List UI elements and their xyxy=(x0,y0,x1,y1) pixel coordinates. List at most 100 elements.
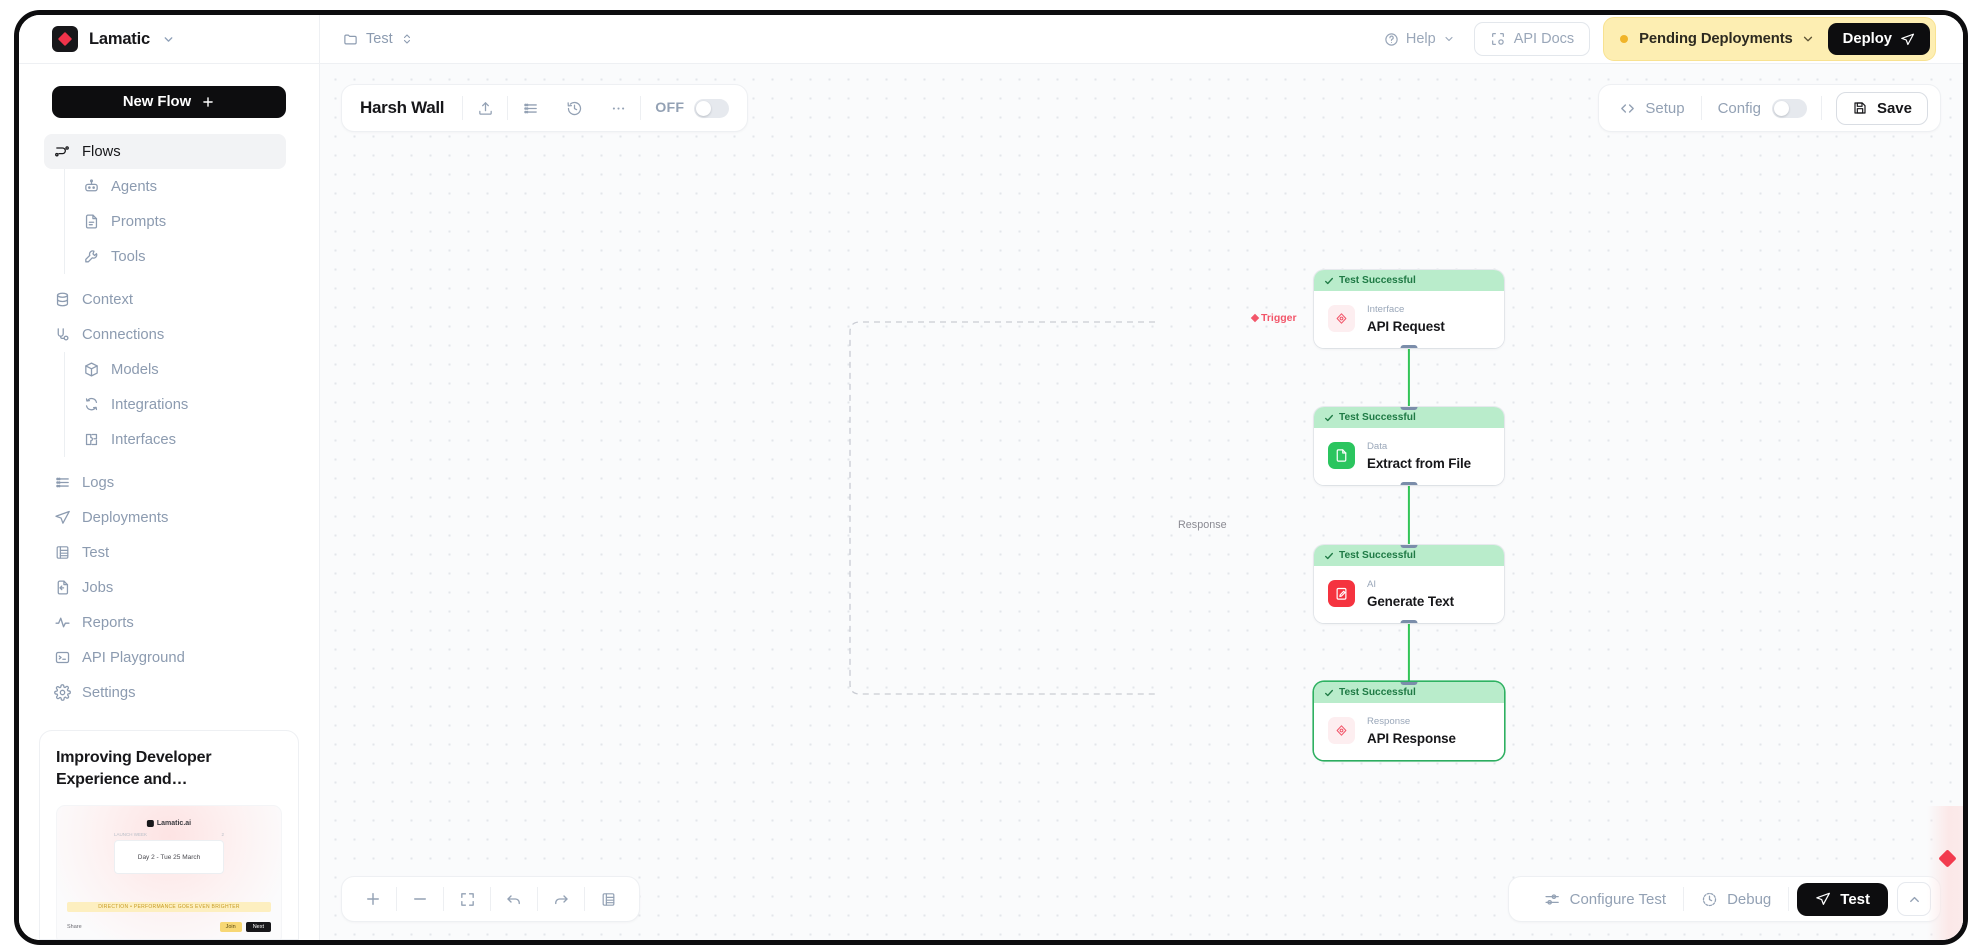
api-docs-icon xyxy=(1490,31,1506,47)
flow-node-api-request[interactable]: Test Successful Interface API Request xyxy=(1314,270,1504,348)
promo-card-text: Day 2 - Tue 25 March xyxy=(114,840,224,875)
flow-node-api-response[interactable]: Test Successful Response API Response xyxy=(1314,682,1504,760)
config-toggle[interactable] xyxy=(1771,98,1807,118)
promo-card[interactable]: Improving Developer Experience and… Lama… xyxy=(39,730,299,940)
sidebar-item-integrations[interactable]: Integrations xyxy=(65,387,286,422)
node-title-label: Generate Text xyxy=(1367,593,1455,609)
configure-test-label: Configure Test xyxy=(1569,890,1667,908)
sidebar-item-models[interactable]: Models xyxy=(65,352,286,387)
node-handle-top[interactable] xyxy=(1400,407,1418,410)
save-label: Save xyxy=(1876,99,1912,117)
send-icon xyxy=(1815,891,1831,907)
send-icon xyxy=(54,509,71,526)
node-handle-bottom[interactable] xyxy=(1400,344,1418,348)
pending-deployments-label[interactable]: Pending Deployments xyxy=(1639,31,1793,47)
flow-canvas[interactable]: Trigger Response Test Successful xyxy=(320,64,1963,940)
sidebar-item-tools[interactable]: Tools xyxy=(65,239,286,274)
zoom-in-button[interactable] xyxy=(350,882,396,916)
deploy-button[interactable]: Deploy xyxy=(1827,23,1930,55)
list-button[interactable] xyxy=(508,91,552,125)
interface-node-icon xyxy=(1328,305,1355,333)
fit-view-button[interactable] xyxy=(444,882,490,916)
chevron-down-icon xyxy=(1443,33,1455,45)
node-handle-top[interactable] xyxy=(1400,545,1418,548)
redo-button[interactable] xyxy=(538,882,584,916)
deploy-label: Deploy xyxy=(1842,31,1892,47)
sidebar-item-flows[interactable]: Flows xyxy=(44,134,286,169)
more-button[interactable] xyxy=(596,91,640,125)
sidebar-item-connections[interactable]: Connections xyxy=(44,317,286,352)
chevron-down-icon[interactable] xyxy=(1801,32,1815,46)
help-button[interactable]: Help xyxy=(1378,26,1461,52)
toolbar-divider xyxy=(584,887,585,911)
sidebar-item-agents[interactable]: Agents xyxy=(65,169,286,204)
sidebar-item-interfaces[interactable]: Interfaces xyxy=(65,422,286,457)
flow-node-stage: Test Successful Interface API Request xyxy=(320,64,1963,940)
sidebar-item-test[interactable]: Test xyxy=(44,535,286,570)
promo-image: Lamatic.ai LAUNCH WEEK 2 Day 2 - Tue 25 … xyxy=(56,805,282,939)
save-button[interactable]: Save xyxy=(1835,91,1928,125)
sidebar: New Flow Flows Age xyxy=(19,64,320,940)
toolbar-divider xyxy=(1788,887,1790,911)
brand-zone[interactable]: Lamatic xyxy=(19,15,320,63)
table-panel-icon xyxy=(602,892,614,906)
panel-button[interactable] xyxy=(585,882,631,916)
node-kind-label: AI xyxy=(1367,579,1377,590)
sidebar-item-logs[interactable]: Logs xyxy=(44,465,286,500)
sidebar-item-reports[interactable]: Reports xyxy=(44,605,286,640)
toolbar-divider xyxy=(1683,887,1685,911)
ai-generate-icon xyxy=(1328,580,1355,608)
setup-button[interactable]: Setup xyxy=(1615,100,1700,117)
canvas-edge-marker[interactable] xyxy=(1927,806,1963,940)
test-button[interactable]: Test xyxy=(1797,882,1888,916)
history-button[interactable] xyxy=(552,91,596,125)
node-handle-bottom[interactable] xyxy=(1400,619,1418,623)
list-icon xyxy=(523,103,537,113)
sidebar-item-deployments[interactable]: Deployments xyxy=(44,500,286,535)
toolbar-divider xyxy=(1820,96,1822,120)
api-docs-button[interactable]: API Docs xyxy=(1473,22,1591,56)
chevron-up-down-icon[interactable] xyxy=(401,33,413,45)
sidebar-item-api-playground[interactable]: API Playground xyxy=(44,640,286,675)
breadcrumb[interactable]: Test xyxy=(320,31,413,47)
sidebar-item-prompts[interactable]: Prompts xyxy=(65,204,286,239)
zoom-out-button[interactable] xyxy=(397,882,443,916)
sidebar-item-label: Connections xyxy=(82,326,165,343)
expand-panel-button[interactable] xyxy=(1897,882,1931,916)
node-status-badge: Test Successful xyxy=(1314,407,1504,428)
node-handle-top[interactable] xyxy=(1400,682,1418,685)
debug-button[interactable]: Debug xyxy=(1684,891,1788,908)
sidebar-item-label: Context xyxy=(82,291,133,308)
flow-node-generate-text[interactable]: Test Successful AI Generate Text xyxy=(1314,545,1504,623)
node-handle-bottom[interactable] xyxy=(1400,481,1418,485)
data-file-icon xyxy=(1328,442,1355,470)
edge-marker-strip xyxy=(1927,806,1963,940)
floppy-disk-icon xyxy=(1852,100,1868,116)
redo-arrow-icon xyxy=(555,895,568,905)
sidebar-item-settings[interactable]: Settings xyxy=(44,675,286,710)
flow-name-label[interactable]: Harsh Wall xyxy=(360,98,445,117)
undo-button[interactable] xyxy=(491,882,537,916)
sidebar-item-label: Test xyxy=(82,544,110,561)
node-kind-label: Interface xyxy=(1367,304,1405,315)
sidebar-item-label: Tools xyxy=(111,248,146,265)
flow-node-extract-from-file[interactable]: Test Successful Data Extract from File xyxy=(1314,407,1504,485)
chevron-up-icon xyxy=(1909,896,1919,902)
promo-row-button-yellow: Join xyxy=(219,922,242,933)
sidebar-item-label: Jobs xyxy=(82,579,114,596)
configure-test-button[interactable]: Configure Test xyxy=(1527,891,1683,908)
robot-icon xyxy=(83,178,100,195)
sidebar-item-jobs[interactable]: Jobs xyxy=(44,570,286,605)
gear-icon xyxy=(54,684,71,701)
plus-icon xyxy=(367,893,379,905)
response-node-icon xyxy=(1328,717,1355,745)
new-flow-button[interactable]: New Flow xyxy=(52,86,286,118)
sidebar-item-context[interactable]: Context xyxy=(44,282,286,317)
node-status-badge: Test Successful xyxy=(1314,545,1504,566)
chevron-down-icon[interactable] xyxy=(162,33,175,46)
flow-enable-toggle[interactable] xyxy=(694,98,730,118)
export-button[interactable] xyxy=(463,91,507,125)
setup-label: Setup xyxy=(1645,99,1685,117)
sidebar-item-label: API Playground xyxy=(82,649,185,666)
test-label: Test xyxy=(1840,890,1870,908)
